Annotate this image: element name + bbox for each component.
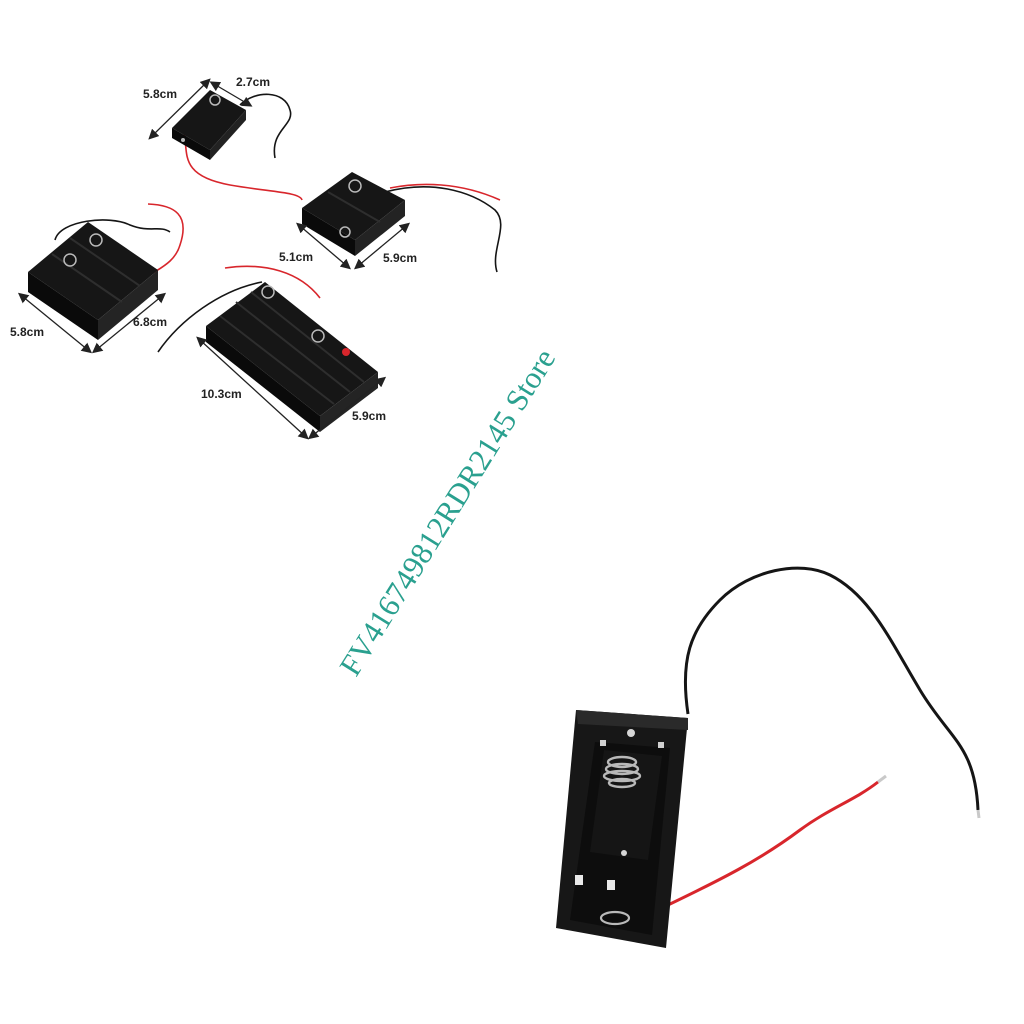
spring-contact bbox=[602, 755, 642, 789]
dim-label: 5.9cm bbox=[352, 409, 386, 423]
dims-2-cell: 5.1cm 5.9cm bbox=[279, 222, 417, 270]
holder-large-single bbox=[556, 566, 981, 948]
flat-contact bbox=[599, 910, 631, 926]
dim-label: 5.9cm bbox=[383, 251, 417, 265]
dim-label: 6.8cm bbox=[133, 315, 167, 329]
dims-1-cell: 5.8cm 2.7cm bbox=[143, 75, 270, 140]
dim-label: 2.7cm bbox=[236, 75, 270, 89]
dims-3-cell: 5.8cm 6.8cm bbox=[10, 292, 167, 354]
dim-label: 5.8cm bbox=[10, 325, 44, 339]
dim-label: 5.8cm bbox=[143, 87, 177, 101]
holder-4-cell bbox=[157, 265, 378, 432]
holder-1-cell bbox=[172, 90, 303, 201]
dims-4-cell: 10.3cm 5.9cm bbox=[196, 336, 387, 440]
dim-label: 5.1cm bbox=[279, 250, 313, 264]
dim-label: 10.3cm bbox=[201, 387, 242, 401]
